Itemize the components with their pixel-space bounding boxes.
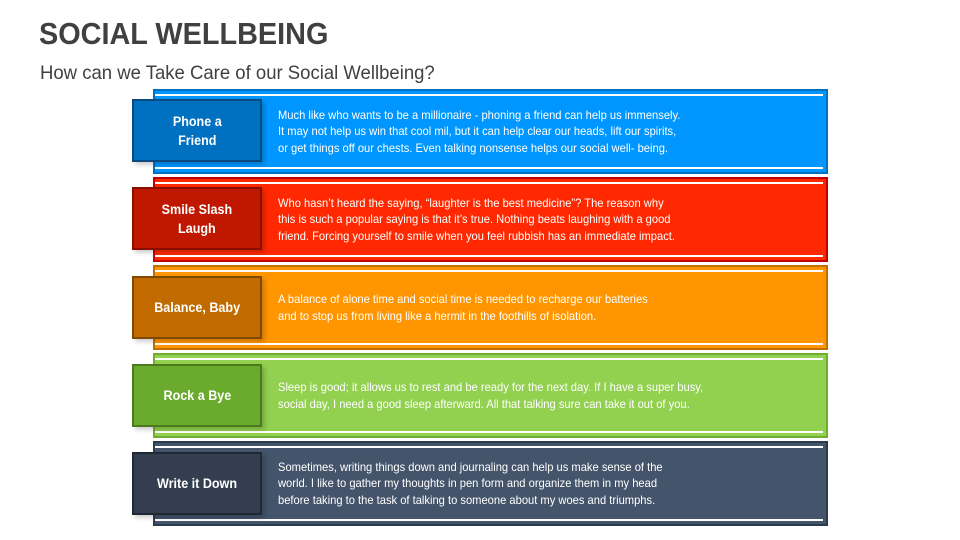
card-stripe-top [155,446,823,448]
card-stripe-bottom [155,255,823,257]
label-smile-slash-laugh: Smile Slash Laugh [132,187,262,250]
page-title: SOCIAL WELLBEING [39,16,329,51]
card-smile-slash-laugh: Who hasn’t heard the saying, “laughter i… [153,177,828,262]
card-description: Sometimes, writing things down and journ… [278,460,663,507]
card-stripe-bottom [155,167,823,169]
card-stripe-top [155,94,823,96]
page-subtitle: How can we Take Care of our Social Wellb… [40,62,435,84]
card-write-it-down: Sometimes, writing things down and journ… [153,441,828,526]
label-balance-baby: Balance, Baby [132,276,262,339]
card-stripe-bottom [155,431,823,433]
card-stripe-top [155,270,823,272]
card-description: Sleep is good; it allows us to rest and … [278,380,704,411]
card-balance-baby: A balance of alone time and social time … [153,265,828,350]
card-stripe-top [155,358,823,360]
label-write-it-down: Write it Down [132,452,262,515]
label-phone-a-friend: Phone a Friend [132,99,262,162]
card-stripe-top [155,182,823,184]
card-rock-a-bye: Sleep is good; it allows us to rest and … [153,353,828,438]
label-rock-a-bye: Rock a Bye [132,364,262,427]
card-phone-a-friend: Much like who wants to be a millionaire … [153,89,828,174]
card-description: Who hasn’t heard the saying, “laughter i… [278,196,675,243]
card-stripe-bottom [155,519,823,521]
card-description: A balance of alone time and social time … [278,292,648,323]
card-stripe-bottom [155,343,823,345]
card-description: Much like who wants to be a millionaire … [278,108,681,155]
